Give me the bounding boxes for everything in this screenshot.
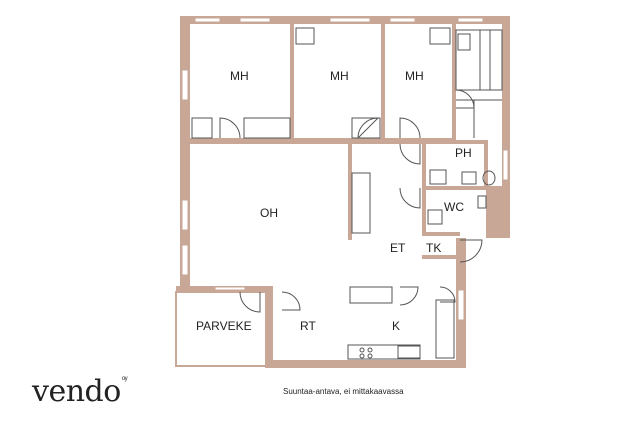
plan-caption: Suuntaa-antava, ei mittakaavassa [283, 387, 404, 396]
room-label-mh-3: MH [405, 69, 424, 83]
room-label-mh-2: MH [330, 69, 349, 83]
room-label-oh: OH [260, 206, 278, 220]
room-label-tk: TK [426, 241, 441, 255]
wardrobes [191, 27, 451, 234]
room-label-k: K [392, 319, 400, 333]
windows [181, 17, 509, 321]
room-label-rt: RT [300, 319, 316, 333]
room-label-wc: WC [444, 200, 464, 214]
kitchen-fixtures [347, 286, 455, 360]
doors [219, 89, 483, 313]
sauna [455, 29, 503, 91]
vendo-logo: vendooy [32, 374, 128, 409]
room-labels: MH MH MH PH OH WC ET TK RT K PARVEKE [196, 69, 472, 333]
balcony-frame [175, 291, 269, 367]
room-label-mh-1: MH [230, 69, 249, 83]
interior-walls [188, 24, 488, 259]
room-label-parveke: PARVEKE [196, 319, 252, 333]
brand-name: vendo [32, 374, 121, 409]
brand-mark: oy [121, 376, 128, 382]
bathroom-fixtures [427, 99, 502, 225]
room-label-et: ET [390, 241, 406, 255]
room-label-ph: PH [455, 146, 472, 160]
